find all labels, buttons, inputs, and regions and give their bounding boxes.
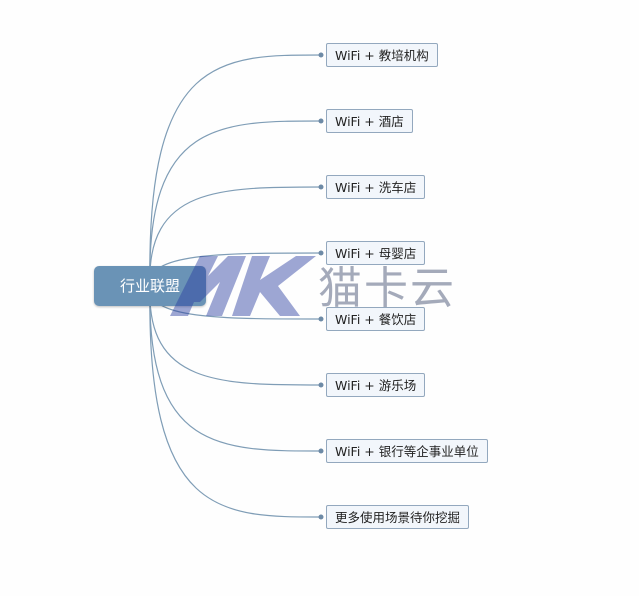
branch-node-amusement[interactable]: WiFi + 游乐场	[326, 373, 426, 397]
branch-node-bank[interactable]: WiFi + 银行等企事业单位	[326, 439, 488, 463]
connector-1	[149, 120, 322, 287]
connector-dot-4	[318, 316, 324, 322]
branch-node-carwash[interactable]: WiFi + 洗车店	[326, 175, 426, 199]
branch-node-more[interactable]: 更多使用场景待你挖掘	[326, 505, 470, 529]
connector-dot-3	[318, 250, 324, 256]
connector-7	[149, 285, 322, 518]
connector-dot-5	[318, 382, 324, 388]
connector-0	[149, 54, 322, 287]
branch-node-restaurant[interactable]: WiFi + 餐饮店	[326, 307, 426, 331]
connector-2	[149, 186, 322, 287]
branch-node-hotel[interactable]: WiFi + 酒店	[326, 109, 413, 133]
branch-node-maternity[interactable]: WiFi + 母婴店	[326, 241, 426, 265]
connector-dot-7	[318, 514, 324, 520]
branch-node-edu[interactable]: WiFi + 教培机构	[326, 43, 438, 67]
connector-6	[149, 285, 322, 452]
connector-dot-0	[318, 52, 324, 58]
connector-dot-1	[318, 118, 324, 124]
connector-5	[149, 285, 322, 386]
connector-dot-2	[318, 184, 324, 190]
root-node[interactable]: 行业联盟	[94, 266, 206, 306]
connector-dot-6	[318, 448, 324, 454]
